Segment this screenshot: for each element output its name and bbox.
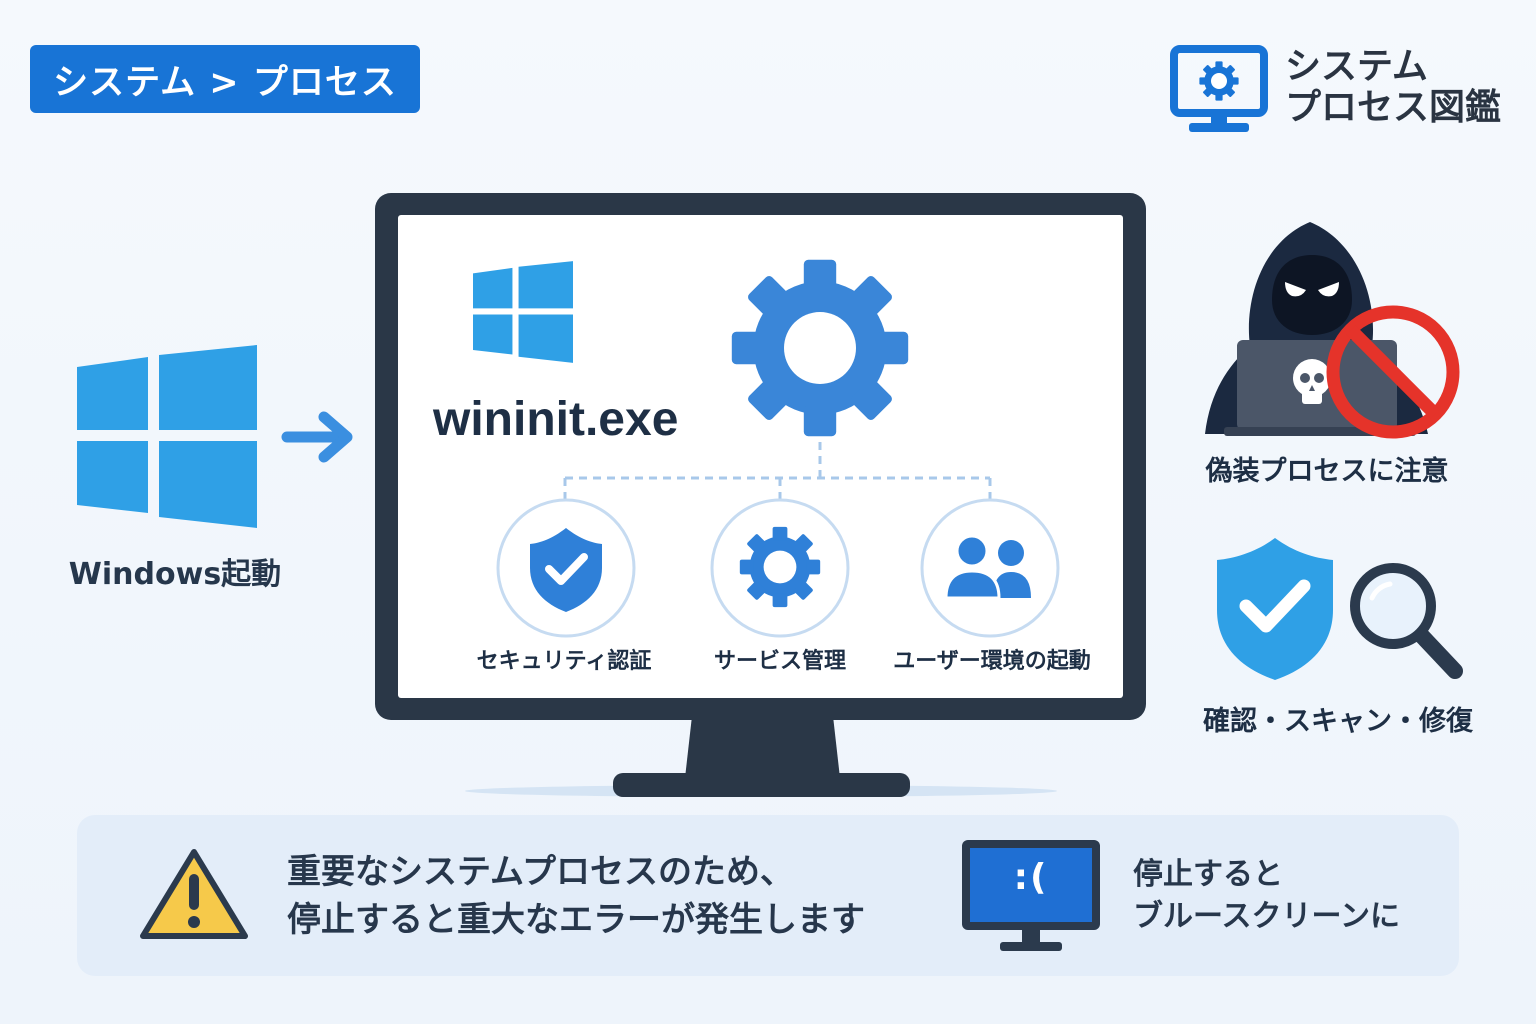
warning-triangle-icon [140, 849, 248, 939]
role-label-security: セキュリティ認証 [476, 649, 652, 674]
prohibited-icon [1326, 305, 1460, 439]
notice-panel [77, 815, 1459, 976]
shield-check-magnifier-icon [1217, 538, 1463, 680]
laptop-icon [1224, 340, 1416, 436]
gear-icon [1199, 61, 1239, 101]
bsod-line1: 停止すると [1133, 857, 1283, 892]
brand-title-line2: プロセス図鑑 [1285, 87, 1502, 128]
windows-logo-icon [77, 345, 257, 528]
fake-process-warning-label: 偽装プロセスに注意 [1205, 456, 1449, 487]
monitor-gear-icon [1170, 45, 1268, 132]
skull-icon [1293, 359, 1331, 404]
hacker-prohibited-icon [1205, 222, 1460, 439]
users-icon [944, 534, 1031, 600]
notice-line1: 重要なシステムプロセスのため、 [287, 852, 794, 892]
startup-label: Windows起動 [68, 557, 282, 592]
brand-title-line1: システム [1285, 46, 1428, 87]
role-circle-security [496, 498, 636, 638]
monitor-stand [613, 716, 910, 797]
connector-lines [563, 442, 992, 500]
magnifier-icon [1350, 563, 1463, 679]
bsod-line2: ブルースクリーンに [1133, 899, 1400, 934]
breadcrumb: システム > プロセス [30, 45, 420, 113]
arrow-right-icon [281, 411, 353, 463]
gear-icon [731, 259, 909, 437]
bsod-face: :( [1013, 857, 1049, 898]
role-label-services: サービス管理 [713, 649, 846, 674]
bsod-monitor-icon [962, 840, 1100, 951]
shield-check-icon [530, 528, 602, 612]
role-circle-user-env [920, 498, 1060, 638]
process-name: wininit.exe [433, 393, 679, 446]
notice-line2: 停止すると重大なエラーが発生します [287, 900, 865, 940]
role-label-user-env: ユーザー環境の起動 [893, 649, 1091, 674]
gear-icon [739, 526, 821, 608]
check-scan-repair-label: 確認・スキャン・修復 [1203, 706, 1473, 737]
shield-check-icon [1217, 538, 1333, 680]
role-circle-services [710, 498, 850, 638]
